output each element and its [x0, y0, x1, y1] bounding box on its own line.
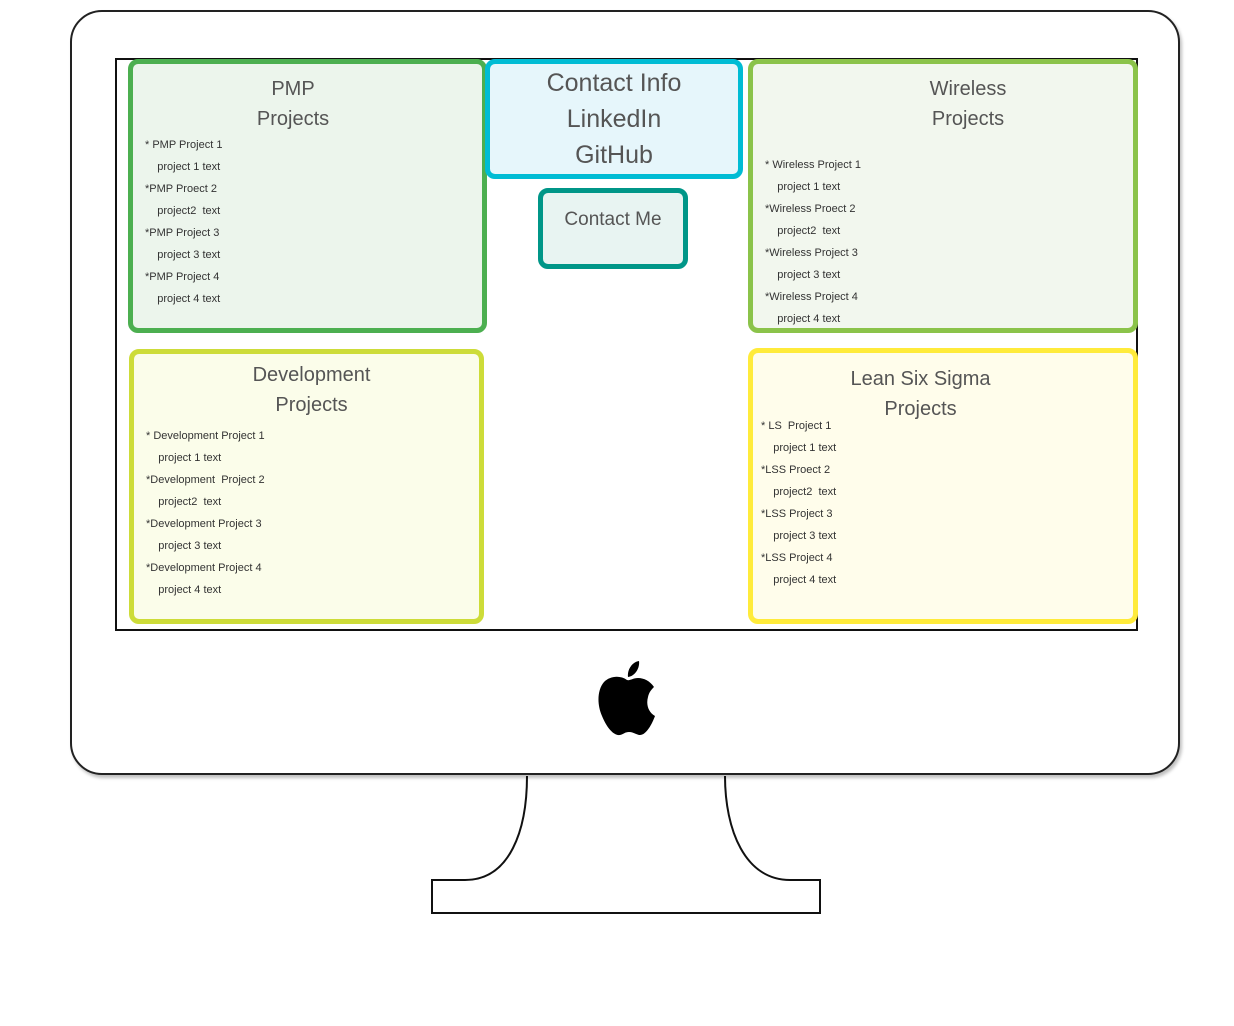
contact-info-panel: Contact Info LinkedIn GitHub — [485, 59, 743, 179]
list-item: project 1 text — [145, 161, 221, 173]
list-item[interactable]: *LSS Project 3 — [761, 508, 833, 520]
list-item: project 4 text — [146, 584, 222, 596]
pmp-title-line2: Projects — [256, 108, 330, 130]
list-item[interactable]: *Wireless Proect 2 — [765, 203, 856, 215]
apple-logo-icon — [598, 661, 655, 736]
list-item: project 1 text — [761, 442, 837, 454]
contact-me-button[interactable]: Contact Me — [538, 188, 688, 269]
list-item: project 3 text — [146, 540, 222, 552]
list-item: project2 text — [761, 486, 837, 498]
contact-me-label: Contact Me — [564, 209, 662, 230]
development-title-line2: Projects — [275, 394, 348, 416]
contact-info-label: Contact Info — [546, 69, 682, 97]
list-item: project2 text — [146, 496, 222, 508]
list-item[interactable]: * PMP Project 1 — [145, 139, 223, 151]
development-title-line1: Development — [252, 364, 371, 386]
wireless-title-line1: Wireless — [929, 78, 1007, 100]
list-item: project 4 text — [145, 293, 221, 305]
list-item[interactable]: * Wireless Project 1 — [765, 159, 861, 171]
list-item[interactable]: *PMP Project 3 — [145, 227, 220, 239]
list-item: project 3 text — [765, 269, 841, 281]
list-item[interactable]: *PMP Project 4 — [145, 271, 220, 283]
lss-title-line1: Lean Six Sigma — [850, 368, 991, 390]
lss-title-line2: Projects — [884, 398, 957, 420]
list-item[interactable]: * LS Project 1 — [761, 420, 832, 432]
list-item: project 1 text — [146, 452, 222, 464]
development-projects-panel: Development Projects * Development Proje… — [129, 349, 484, 624]
wireless-title-line2: Projects — [931, 108, 1005, 130]
list-item[interactable]: * Development Project 1 — [146, 430, 265, 442]
list-item: project2 text — [145, 205, 221, 217]
list-item: project 4 text — [765, 313, 841, 325]
pmp-projects-panel: PMP Projects * PMP Project 1 project 1 t… — [128, 59, 487, 333]
wireless-projects-panel: Wireless Projects * Wireless Project 1 p… — [748, 59, 1138, 333]
list-item[interactable]: *LSS Project 4 — [761, 552, 833, 564]
list-item: project 3 text — [145, 249, 221, 261]
list-item[interactable]: *PMP Proect 2 — [145, 183, 217, 195]
linkedin-link[interactable]: LinkedIn — [566, 105, 662, 133]
list-item[interactable]: *Development Project 2 — [146, 474, 265, 486]
list-item[interactable]: *Development Project 3 — [146, 518, 262, 530]
list-item: project 1 text — [765, 181, 841, 193]
lean-six-sigma-projects-panel: Lean Six Sigma Projects * LS Project 1 p… — [748, 348, 1138, 624]
list-item: project2 text — [765, 225, 841, 237]
list-item[interactable]: *Wireless Project 3 — [765, 247, 858, 259]
pmp-title-line1: PMP — [271, 78, 315, 100]
list-item: project 4 text — [761, 574, 837, 586]
list-item[interactable]: *LSS Proect 2 — [761, 464, 831, 476]
github-link[interactable]: GitHub — [575, 141, 653, 169]
list-item[interactable]: *Wireless Project 4 — [765, 291, 858, 303]
list-item: project 3 text — [761, 530, 837, 542]
list-item[interactable]: *Development Project 4 — [146, 562, 262, 574]
